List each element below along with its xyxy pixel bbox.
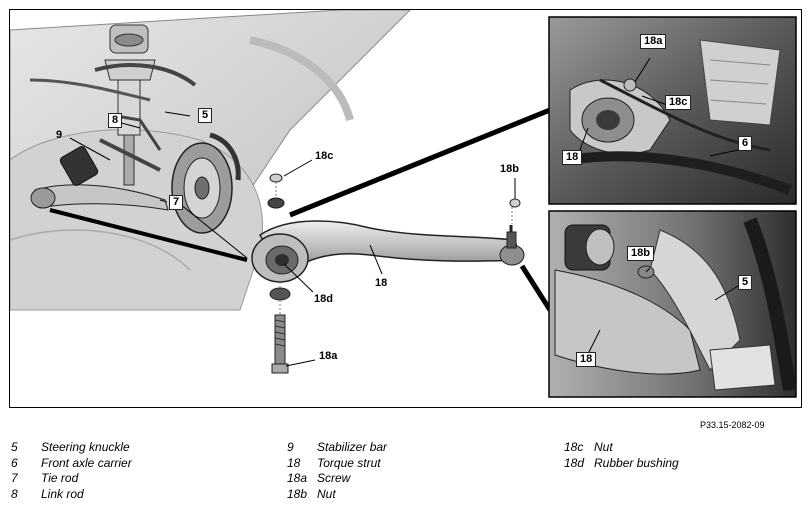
inset1-callout-18: 18 — [562, 150, 583, 165]
vehicle-overview-illustration — [10, 10, 411, 311]
callout-18a-screw: 18a — [319, 350, 338, 362]
figure-code: P33.15-2082-09 — [700, 420, 765, 430]
inset1-pointer-line — [289, 107, 551, 218]
inset1-callout-6: 6 — [738, 136, 753, 151]
inset2-callout-18b: 18b — [627, 246, 654, 261]
inset1-callout-18c: 18c — [665, 95, 692, 110]
callout-18b-nut: 18b — [500, 163, 519, 175]
inset2-callout-5: 5 — [738, 275, 753, 290]
callout-leaders — [69, 111, 516, 367]
inset-photo-top — [548, 16, 797, 205]
callout-18-torque-strut: 18 — [375, 277, 388, 289]
diagram-art — [10, 10, 797, 398]
inset1-callout-18a: 18a — [640, 34, 667, 49]
callout-18c-nut: 18c — [315, 150, 334, 162]
callout-5-steering-knuckle: 5 — [198, 108, 213, 123]
exploded-diagram: 5 8 9 7 18c 18b 18 18d 18a 18a 18c 18 6 … — [9, 9, 802, 408]
inset2-callout-18: 18 — [576, 352, 597, 367]
callout-9-stabilizer-bar: 9 — [56, 129, 63, 141]
callout-8-link-rod: 8 — [108, 113, 123, 128]
callout-18d-rubber-bushing: 18d — [314, 293, 333, 305]
inset-photo-bottom — [548, 210, 797, 398]
overview-leader-line — [49, 208, 248, 262]
callout-7-tie-rod: 7 — [169, 195, 184, 210]
torque-strut-exploded-view — [251, 173, 525, 374]
inset2-pointer-line — [519, 264, 553, 312]
